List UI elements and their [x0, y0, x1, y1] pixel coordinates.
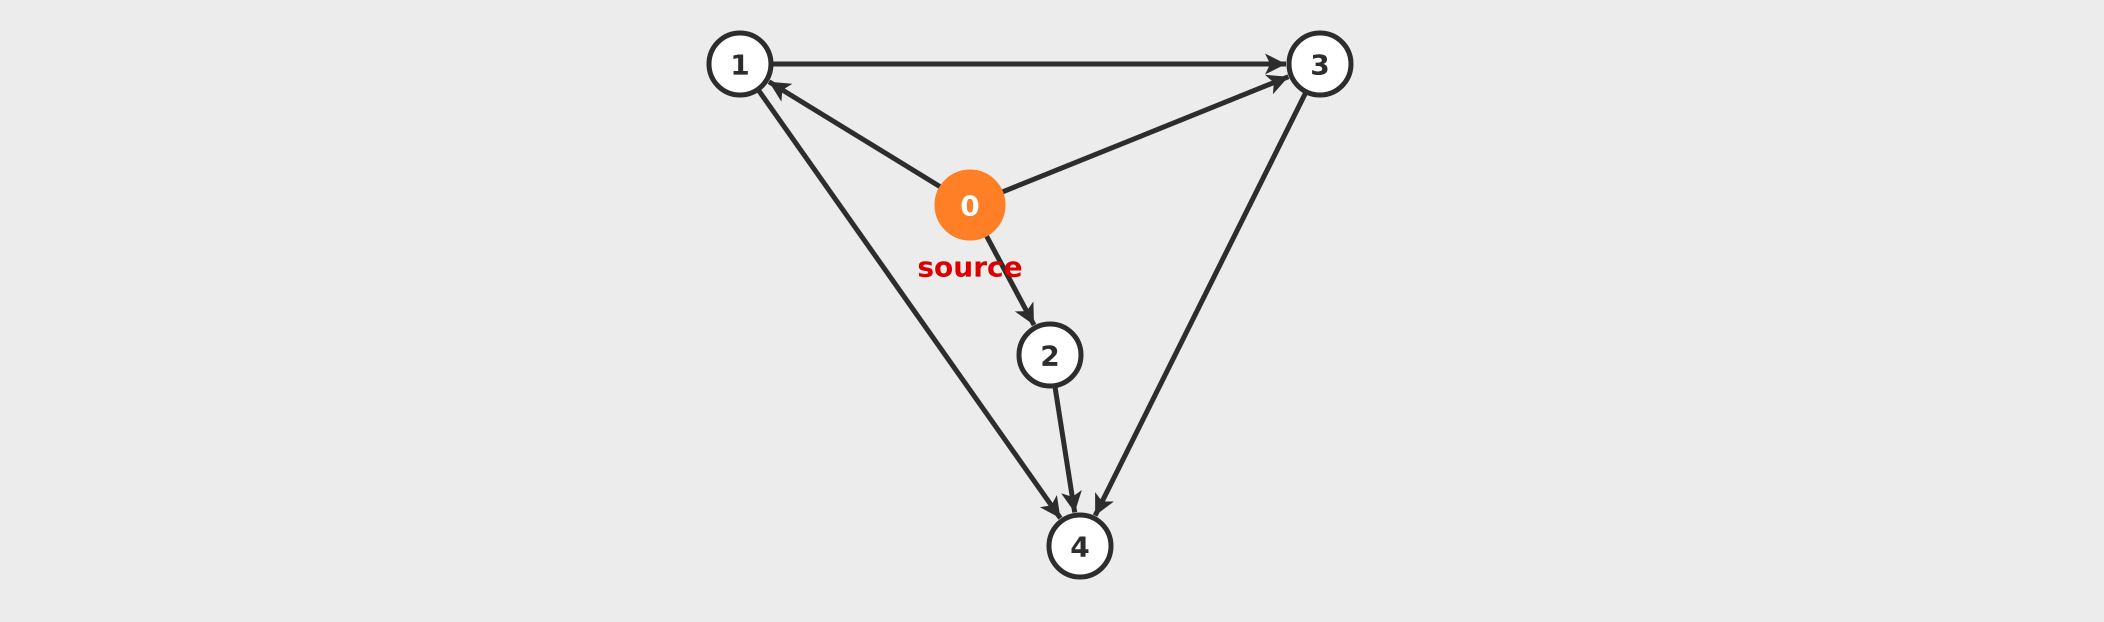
node-0-tag: source [917, 251, 1022, 284]
edge-2-to-4 [1052, 387, 1082, 513]
node-4-label: 4 [1070, 531, 1089, 564]
node-1-circle [706, 30, 774, 98]
node-2: 2 [1016, 321, 1084, 389]
node-0: 0 source [917, 169, 1023, 284]
node-2-label: 2 [1040, 340, 1059, 373]
edge-0-to-2 [984, 234, 1037, 327]
edge-0-to-1 [767, 79, 942, 189]
node-1: 1 [706, 30, 774, 98]
node-1-label: 1 [730, 49, 749, 82]
node-3-label: 3 [1310, 49, 1329, 82]
node-3: 3 [1286, 30, 1354, 98]
node-4: 4 [1046, 512, 1114, 580]
edge-0-to-3 [1001, 74, 1290, 195]
edges-layer [756, 53, 1308, 520]
node-0-circle [934, 169, 1006, 241]
edge-1-to-4 [756, 89, 1063, 520]
edge-3-to-4 [1092, 92, 1308, 517]
node-3-circle [1286, 30, 1354, 98]
node-0-label: 0 [960, 190, 979, 223]
node-4-circle [1046, 512, 1114, 580]
nodes-layer: 0 source 1 2 3 4 [706, 30, 1354, 580]
node-2-circle [1016, 321, 1084, 389]
